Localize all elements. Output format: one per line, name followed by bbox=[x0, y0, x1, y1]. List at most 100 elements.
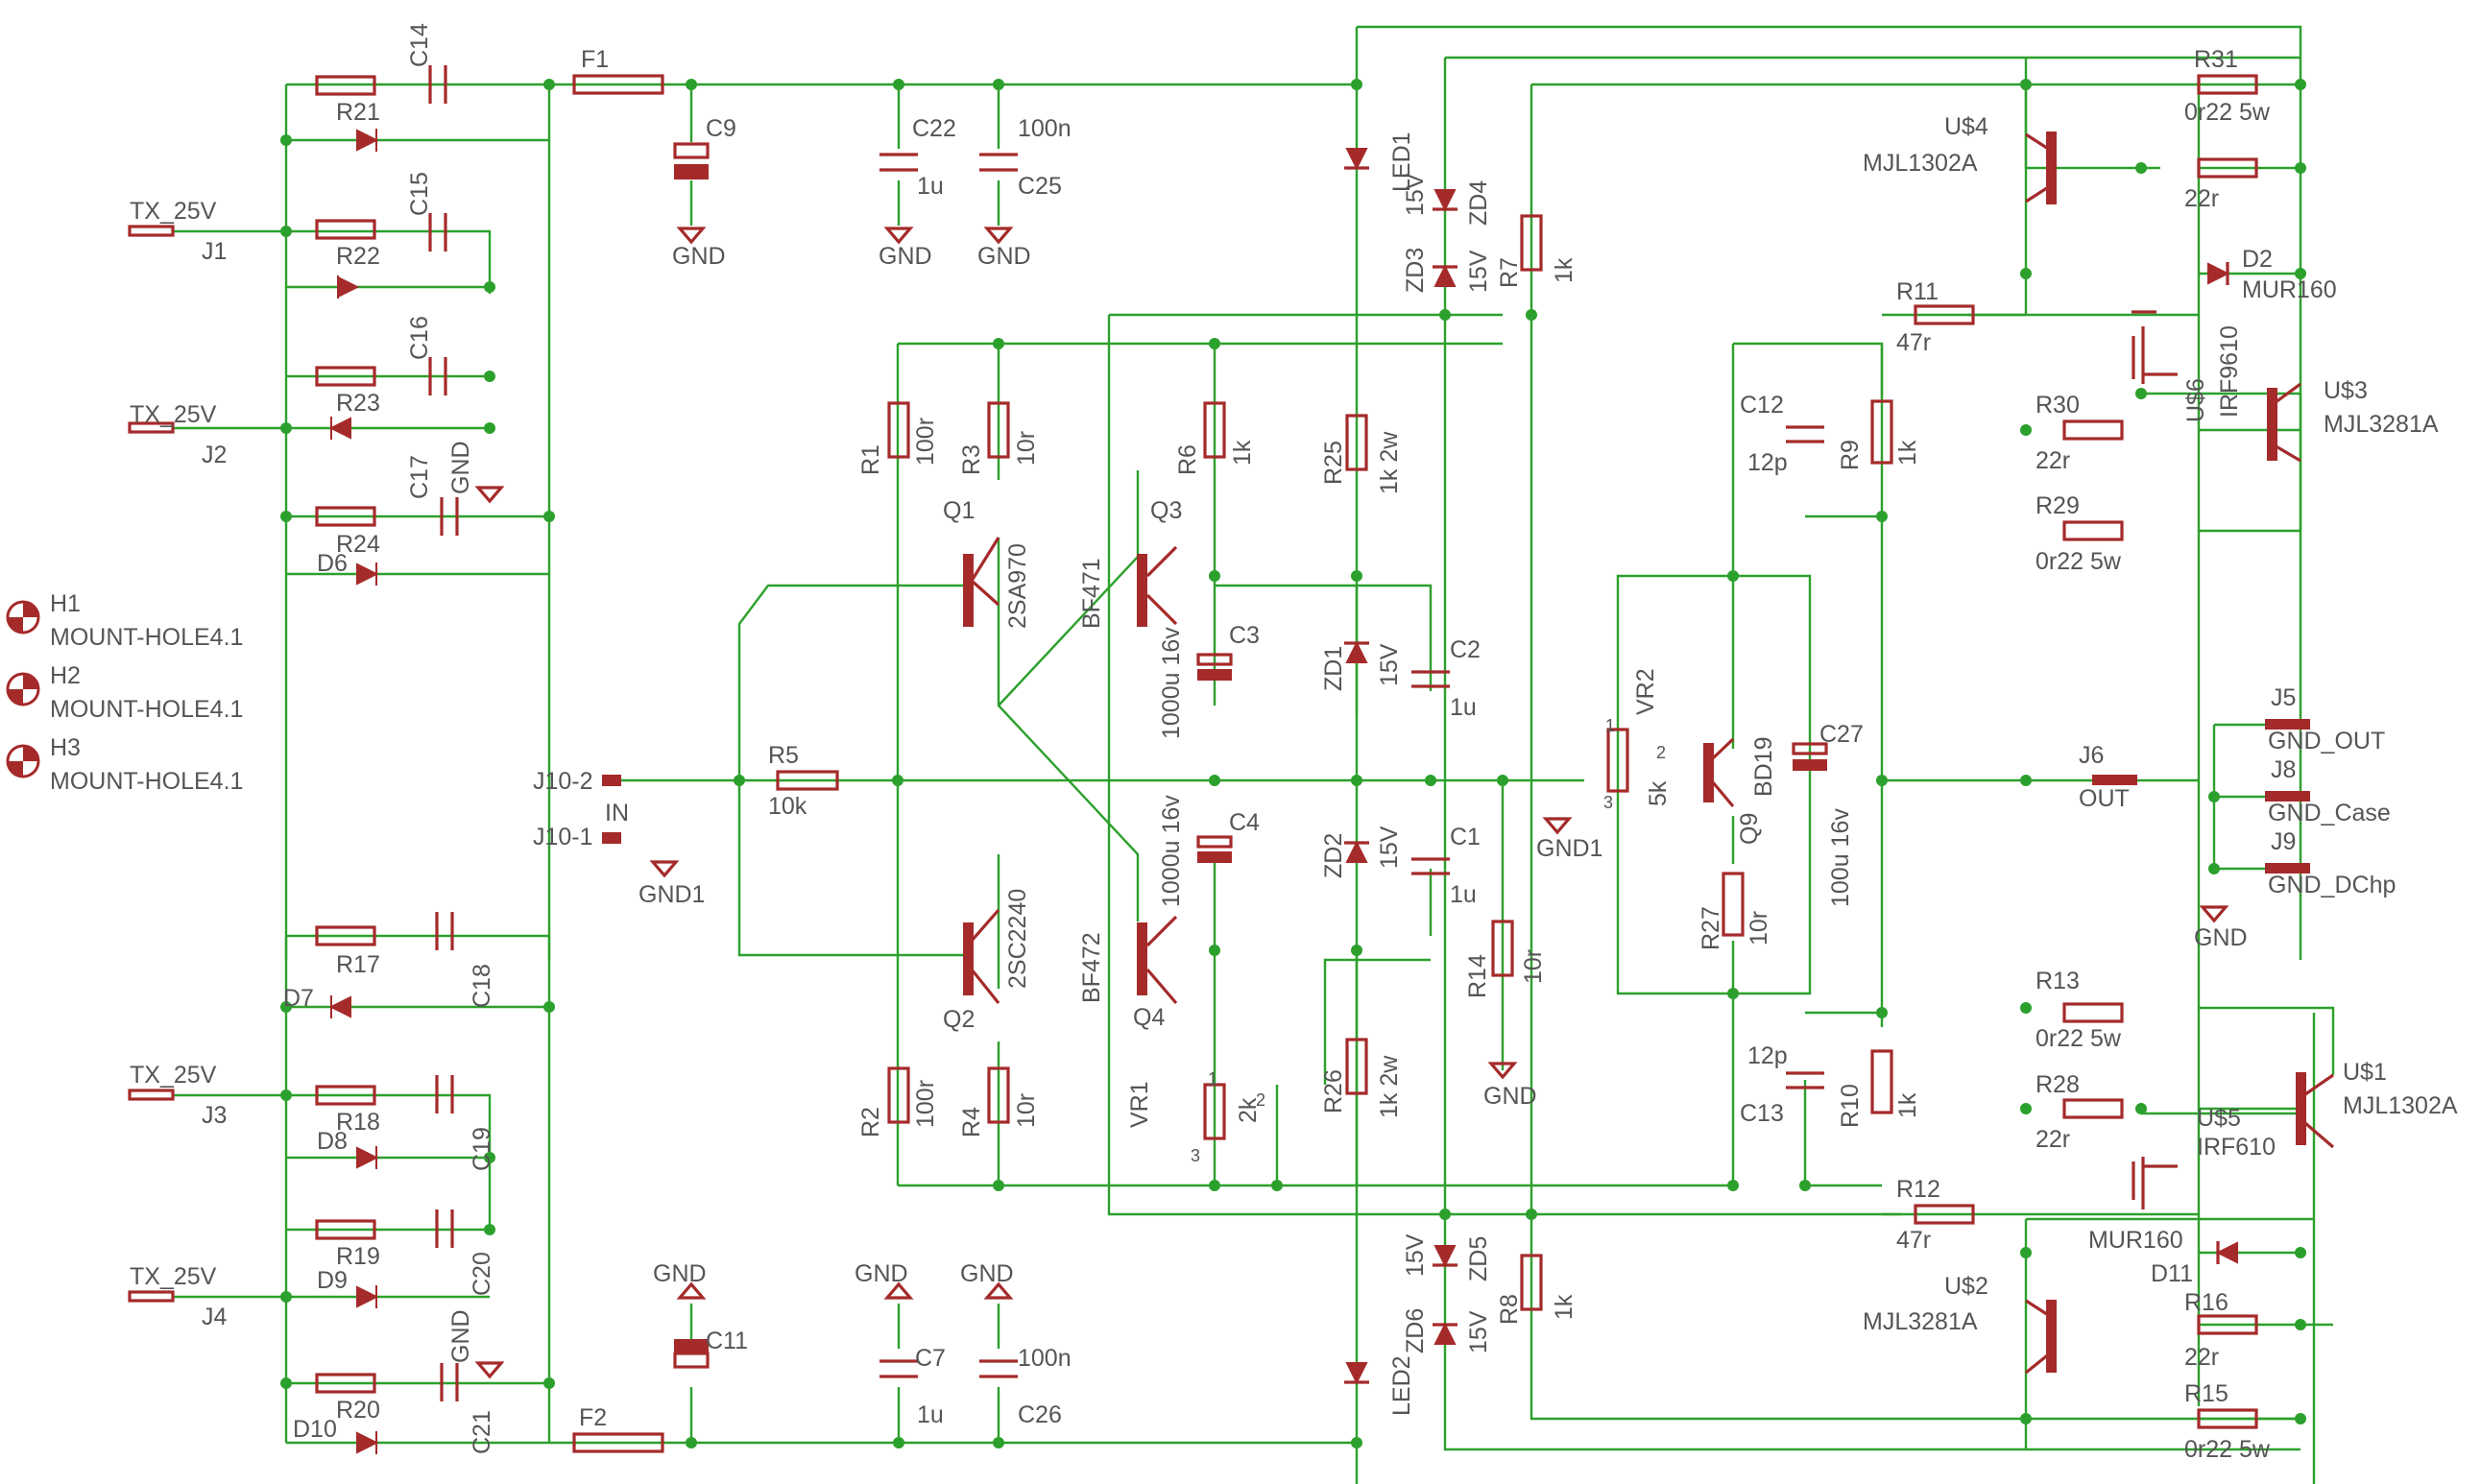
vr2-pin1: 1 bbox=[1605, 716, 1615, 735]
label-r4: R4 bbox=[958, 1107, 985, 1137]
label-u4-val: MJL1302A bbox=[1863, 150, 1978, 177]
label-r30-b: 22r bbox=[2184, 185, 2219, 212]
vr1-pin3: 3 bbox=[1191, 1146, 1200, 1165]
label-d9: D9 bbox=[317, 1267, 348, 1294]
label-j6-net: OUT bbox=[2079, 785, 2130, 812]
label-u2: U$2 bbox=[1944, 1273, 1988, 1300]
label-u3-val: MJL3281A bbox=[2324, 411, 2439, 438]
label-u1: U$1 bbox=[2343, 1059, 2387, 1086]
label-r30-val: 22r bbox=[2035, 447, 2070, 474]
label-d11-val: MUR160 bbox=[2088, 1227, 2183, 1254]
label-r23: R23 bbox=[336, 390, 380, 417]
label-led2: LED2 bbox=[1388, 1355, 1415, 1416]
label-f1: F1 bbox=[581, 46, 609, 73]
label-gnd-c26: GND bbox=[960, 1260, 1014, 1287]
label-gnd-c25: GND bbox=[977, 243, 1031, 270]
label-c22: C22 bbox=[912, 115, 956, 142]
label-q3: Q3 bbox=[1150, 497, 1182, 524]
label-c12-val: 12p bbox=[1747, 449, 1788, 476]
label-j10-1: J10-1 bbox=[533, 824, 593, 850]
label-zd3-val: 15V bbox=[1402, 173, 1429, 216]
label-h1-val: MOUNT-HOLE4.1 bbox=[50, 624, 243, 651]
supply-caps bbox=[474, 142, 1018, 1379]
label-r1: R1 bbox=[857, 444, 884, 475]
label-r29-val: 0r22 5w bbox=[2035, 548, 2122, 575]
label-r30: R30 bbox=[2035, 392, 2080, 419]
label-r9: R9 bbox=[1837, 440, 1864, 470]
label-c25-val: 100n bbox=[1018, 115, 1072, 142]
label-c21: C21 bbox=[469, 1410, 495, 1454]
vr2-pin2: 2 bbox=[1656, 743, 1666, 762]
label-c3-val: 1000u 16v bbox=[1158, 627, 1185, 739]
label-c20: C20 bbox=[469, 1252, 495, 1296]
label-u6-val: IRF9610 bbox=[2216, 325, 2243, 418]
label-u5: U$5 bbox=[2197, 1105, 2241, 1132]
label-q3-val: BF471 bbox=[1078, 558, 1105, 629]
label-gnd-c11: GND bbox=[653, 1260, 707, 1287]
input-section-top bbox=[128, 65, 664, 586]
label-r11: R11 bbox=[1896, 278, 1939, 305]
label-gnd-r14: GND bbox=[1483, 1083, 1537, 1110]
label-zd1-val: 15V bbox=[1376, 643, 1403, 686]
label-q2-val: 2SC2240 bbox=[1004, 889, 1031, 989]
label-r22: R22 bbox=[336, 243, 380, 270]
wires bbox=[173, 25, 2335, 1484]
label-zd2: ZD2 bbox=[1320, 833, 1347, 878]
label-j5-net: GND_OUT bbox=[2268, 728, 2385, 754]
label-h3: H3 bbox=[50, 734, 81, 761]
label-c18: C18 bbox=[469, 964, 495, 1008]
label-zd4: ZD4 bbox=[1465, 180, 1492, 226]
label-c1-val: 1u bbox=[1450, 881, 1477, 908]
label-r19: R19 bbox=[336, 1243, 380, 1270]
label-c25: C25 bbox=[1018, 173, 1062, 200]
label-c13-val: 12p bbox=[1747, 1042, 1788, 1069]
label-r8-val: 1k bbox=[1551, 1294, 1578, 1320]
label-c26: C26 bbox=[1018, 1401, 1062, 1428]
label-j6: J6 bbox=[2079, 742, 2104, 769]
label-r21: R21 bbox=[336, 99, 380, 126]
label-r12: R12 bbox=[1896, 1176, 1940, 1203]
label-c27: C27 bbox=[1819, 721, 1864, 748]
label-r4-val: 10r bbox=[1013, 1093, 1040, 1128]
label-f2: F2 bbox=[579, 1404, 607, 1431]
label-r5-val: 10k bbox=[768, 793, 807, 820]
label-r8: R8 bbox=[1496, 1294, 1523, 1325]
label-c19: C19 bbox=[469, 1127, 495, 1171]
label-c16: C16 bbox=[406, 316, 433, 360]
label-r15: R15 bbox=[2184, 1380, 2228, 1407]
label-r26: R26 bbox=[1320, 1069, 1347, 1113]
label-r25-val: 1k 2w bbox=[1376, 431, 1403, 494]
label-r15-val: 0r22 5w bbox=[2184, 1436, 2271, 1463]
label-d10: D10 bbox=[293, 1416, 337, 1443]
label-gnd-l1: GND bbox=[447, 441, 474, 494]
label-r1-val: 100r bbox=[912, 418, 939, 466]
label-r7: R7 bbox=[1496, 257, 1523, 288]
label-q1: Q1 bbox=[943, 497, 975, 524]
label-d2: D2 bbox=[2242, 246, 2273, 273]
label-r3-val: 10r bbox=[1013, 431, 1040, 466]
bias-parts bbox=[1606, 304, 1975, 1225]
label-h2: H2 bbox=[50, 662, 81, 689]
label-r26-val: 1k 2w bbox=[1376, 1055, 1403, 1118]
label-c2-val: 1u bbox=[1450, 694, 1477, 721]
label-d8: D8 bbox=[317, 1128, 348, 1155]
label-h2-val: MOUNT-HOLE4.1 bbox=[50, 696, 243, 723]
label-c3: C3 bbox=[1229, 622, 1260, 649]
input-stage-parts bbox=[602, 148, 1573, 1385]
label-zd1: ZD1 bbox=[1320, 646, 1347, 691]
label-zd6-val: 15V bbox=[1402, 1233, 1429, 1277]
output-parts bbox=[2024, 74, 2335, 1429]
label-h1: H1 bbox=[50, 590, 81, 617]
label-gnd-l2: GND bbox=[447, 1309, 474, 1363]
label-r11-val: 47r bbox=[1896, 329, 1931, 356]
label-r6: R6 bbox=[1174, 444, 1201, 475]
label-vr1: VR1 bbox=[1126, 1081, 1153, 1128]
label-r28: R28 bbox=[2035, 1071, 2080, 1098]
label-c13: C13 bbox=[1740, 1100, 1784, 1127]
label-r16: R16 bbox=[2184, 1289, 2228, 1316]
label-r14-val: 10r bbox=[1520, 949, 1547, 984]
label-j10-2: J10-2 bbox=[533, 768, 593, 795]
label-r9-val: 1k bbox=[1894, 440, 1921, 466]
j3-ref-label: J3 bbox=[202, 1102, 227, 1129]
label-r5: R5 bbox=[768, 742, 799, 769]
